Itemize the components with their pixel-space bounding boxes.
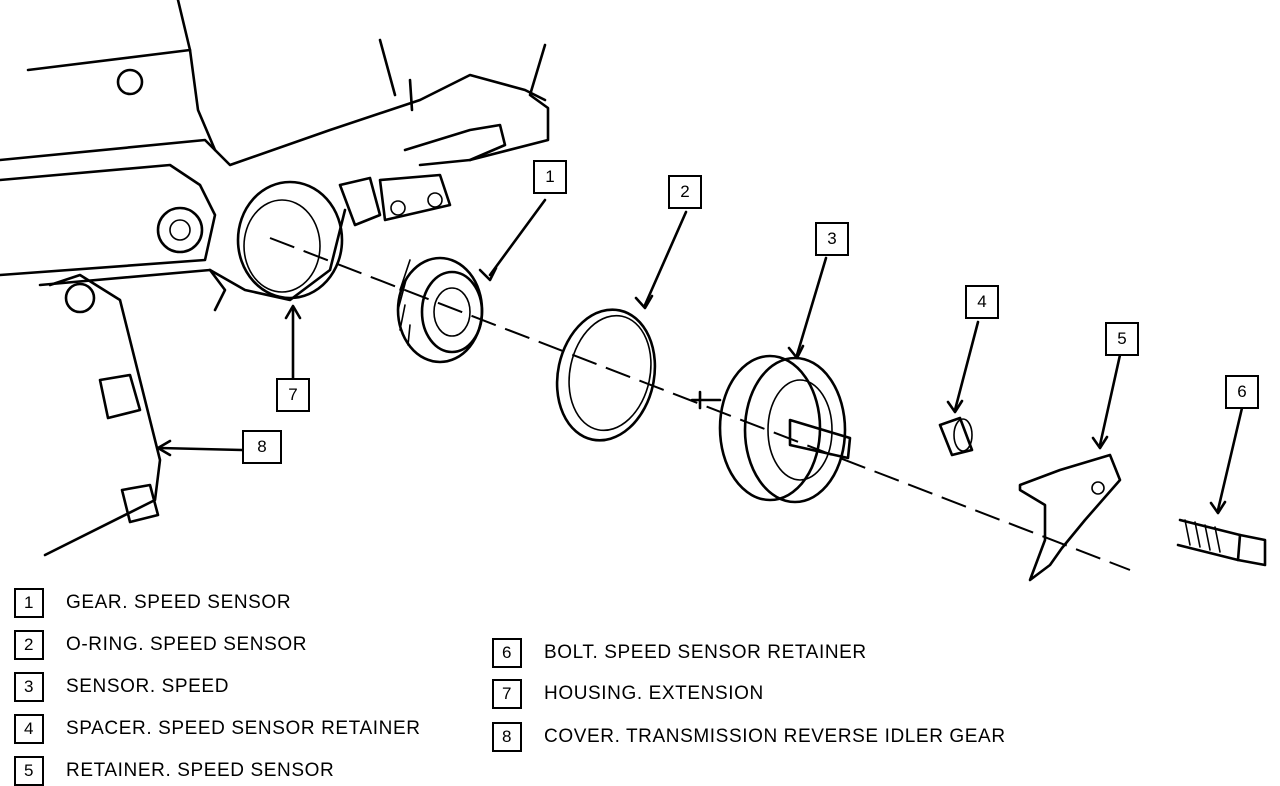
- legend-text: GEAR. SPEED SENSOR: [66, 592, 292, 613]
- legend-item-8: 8 COVER. TRANSMISSION REVERSE IDLER GEAR: [492, 722, 1006, 752]
- legend-number: 7: [492, 679, 522, 709]
- callout-2: 2: [668, 175, 702, 209]
- legend-number: 8: [492, 722, 522, 752]
- transmission-housing: [0, 0, 550, 557]
- legend-text: O-RING. SPEED SENSOR: [66, 634, 308, 655]
- legend-number: 6: [492, 638, 522, 668]
- callout-8: 8: [242, 430, 282, 464]
- callout-1: 1: [533, 160, 567, 194]
- legend-text: BOLT. SPEED SENSOR RETAINER: [544, 642, 867, 663]
- legend-text: RETAINER. SPEED SENSOR: [66, 760, 335, 781]
- callout-3: 3: [815, 222, 849, 256]
- legend-number: 4: [14, 714, 44, 744]
- callout-5: 5: [1105, 322, 1139, 356]
- legend-number: 3: [14, 672, 44, 702]
- legend-item-7: 7 HOUSING. EXTENSION: [492, 679, 764, 709]
- legend-item-2: 2 O-RING. SPEED SENSOR: [14, 630, 307, 660]
- legend-item-4: 4 SPACER. SPEED SENSOR RETAINER: [14, 714, 421, 744]
- legend-number: 2: [14, 630, 44, 660]
- callout-6: 6: [1225, 375, 1259, 409]
- retainer-spacer: [938, 416, 974, 457]
- legend-item-5: 5 RETAINER. SPEED SENSOR: [14, 756, 334, 786]
- legend-text: COVER. TRANSMISSION REVERSE IDLER GEAR: [544, 726, 1006, 747]
- legend-number: 5: [14, 756, 44, 786]
- speed-sensor-gear: [396, 256, 484, 364]
- legend-item-6: 6 BOLT. SPEED SENSOR RETAINER: [492, 638, 867, 668]
- legend-text: HOUSING. EXTENSION: [544, 683, 764, 704]
- leader-lines: [156, 198, 1244, 515]
- legend-text: SPACER. SPEED SENSOR RETAINER: [66, 718, 421, 739]
- legend-text: SENSOR. SPEED: [66, 676, 230, 697]
- legend-item-1: 1 GEAR. SPEED SENSOR: [14, 588, 291, 618]
- legend-number: 1: [14, 588, 44, 618]
- callout-4: 4: [965, 285, 999, 319]
- o-ring: [555, 308, 657, 442]
- assembly-axis: [269, 237, 1131, 571]
- speed-sensor: [690, 354, 852, 504]
- sensor-retainer: [1018, 453, 1122, 582]
- retainer-bolt: [1176, 518, 1267, 567]
- legend-item-3: 3 SENSOR. SPEED: [14, 672, 229, 702]
- callout-7: 7: [276, 378, 310, 412]
